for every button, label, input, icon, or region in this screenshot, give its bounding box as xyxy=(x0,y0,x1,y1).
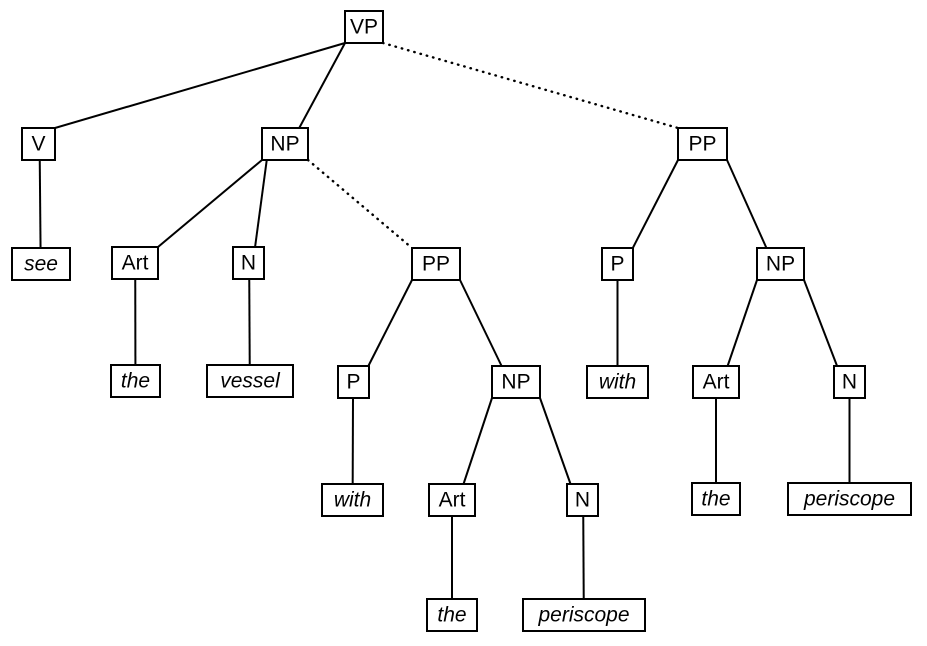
tree-node-vessel[interactable]: vessel xyxy=(206,364,294,398)
tree-node-pp_right[interactable]: PP xyxy=(677,127,728,161)
node-box-n_rt xyxy=(833,365,866,399)
node-box-with_mid xyxy=(321,483,384,517)
node-box-p_right xyxy=(601,247,634,281)
node-label-art_mid: Art xyxy=(439,489,466,512)
tree-edge-v-to-see xyxy=(38,159,42,249)
node-label-art1: Art xyxy=(122,252,149,275)
tree-node-see[interactable]: see xyxy=(11,247,71,281)
node-box-persc_rt xyxy=(787,482,912,516)
tree-edge-vp-to-v xyxy=(54,42,346,129)
node-label-see: see xyxy=(24,253,58,276)
node-label-pp_mid: PP xyxy=(422,253,450,276)
tree-edge-pp_right-to-p_right xyxy=(631,159,679,249)
tree-node-art1[interactable]: Art xyxy=(111,246,159,280)
node-box-the1 xyxy=(110,364,161,398)
tree-edge-np_mid-to-n_mid xyxy=(539,397,572,485)
node-label-pp_right: PP xyxy=(688,133,716,156)
tree-node-art_mid[interactable]: Art xyxy=(428,483,476,517)
node-label-persc_mid: periscope xyxy=(537,604,629,627)
tree-edge-np1-to-art1 xyxy=(157,159,263,248)
tree-node-the1[interactable]: the xyxy=(110,364,161,398)
node-box-np_right xyxy=(756,247,805,281)
node-box-np_mid xyxy=(491,365,541,399)
node-box-see xyxy=(11,247,71,281)
tree-node-p_mid[interactable]: P xyxy=(337,365,370,399)
tree-node-n_rt[interactable]: N xyxy=(833,365,866,399)
tree-node-with_mid[interactable]: with xyxy=(321,483,384,517)
tree-edge-np1-to-pp_mid xyxy=(306,158,414,250)
tree-node-n_mid[interactable]: N xyxy=(566,483,599,517)
node-label-art_rt: Art xyxy=(703,371,730,394)
node-label-p_mid: P xyxy=(346,371,360,394)
node-box-the_rt xyxy=(691,482,741,516)
tree-edge-np_mid-to-art_mid xyxy=(462,397,493,485)
tree-node-the_mid[interactable]: the xyxy=(426,598,478,632)
node-box-vessel xyxy=(206,364,294,398)
node-label-the_rt: the xyxy=(701,488,730,511)
tree-node-persc_rt[interactable]: periscope xyxy=(787,482,912,516)
node-label-the1: the xyxy=(121,370,150,393)
node-box-the_mid xyxy=(426,598,478,632)
tree-node-v[interactable]: V xyxy=(21,127,56,161)
tree-edge-pp_mid-to-p_mid xyxy=(367,279,413,367)
tree-edge-np_right-to-n_rt xyxy=(803,279,839,367)
node-label-n1: N xyxy=(241,252,256,275)
tree-node-p_right[interactable]: P xyxy=(601,247,634,281)
node-label-vessel: vessel xyxy=(220,370,281,393)
tree-edge-np1-to-n1 xyxy=(254,159,268,248)
tree-node-np_mid[interactable]: NP xyxy=(491,365,541,399)
node-label-p_right: P xyxy=(610,253,624,276)
node-box-art_rt xyxy=(692,365,740,399)
node-label-vp: VP xyxy=(350,16,378,39)
tree-edge-pp_mid-to-np_mid xyxy=(459,279,503,367)
node-box-n_mid xyxy=(566,483,599,517)
node-layer: VPVseeNPArttheNvesselPPPwithNPArttheNper… xyxy=(11,10,912,632)
node-box-p_mid xyxy=(337,365,370,399)
node-label-v: V xyxy=(31,133,45,156)
node-label-with_rt: with xyxy=(599,371,636,394)
tree-node-n1[interactable]: N xyxy=(232,246,265,280)
node-box-with_rt xyxy=(586,365,649,399)
node-box-np1 xyxy=(261,127,309,161)
node-label-np_right: NP xyxy=(766,253,795,276)
node-label-n_rt: N xyxy=(842,371,857,394)
node-box-art_mid xyxy=(428,483,476,517)
tree-node-pp_mid[interactable]: PP xyxy=(411,247,461,281)
node-box-art1 xyxy=(111,246,159,280)
node-box-vp xyxy=(344,10,384,44)
tree-node-vp[interactable]: VP xyxy=(344,10,384,44)
tree-edge-np_right-to-art_rt xyxy=(726,279,758,367)
node-label-n_mid: N xyxy=(575,489,590,512)
node-box-v xyxy=(21,127,56,161)
node-box-persc_mid xyxy=(522,598,646,632)
node-label-np1: NP xyxy=(270,133,299,156)
tree-node-art_rt[interactable]: Art xyxy=(692,365,740,399)
edge-layer xyxy=(38,41,851,600)
node-label-the_mid: the xyxy=(437,604,466,627)
tree-node-np_right[interactable]: NP xyxy=(756,247,805,281)
tree-edge-vp-to-np1 xyxy=(298,42,346,129)
tree-edge-pp_right-to-np_right xyxy=(726,159,768,249)
node-label-persc_rt: periscope xyxy=(803,488,895,511)
tree-node-persc_mid[interactable]: periscope xyxy=(522,598,646,632)
tree-node-the_rt[interactable]: the xyxy=(691,482,741,516)
node-label-with_mid: with xyxy=(334,489,371,512)
tree-edge-vp-to-pp_right xyxy=(381,41,680,130)
node-box-pp_mid xyxy=(411,247,461,281)
node-box-n1 xyxy=(232,246,265,280)
node-label-np_mid: NP xyxy=(501,371,530,394)
tree-node-with_rt[interactable]: with xyxy=(586,365,649,399)
node-box-pp_right xyxy=(677,127,728,161)
tree-node-np1[interactable]: NP xyxy=(261,127,309,161)
